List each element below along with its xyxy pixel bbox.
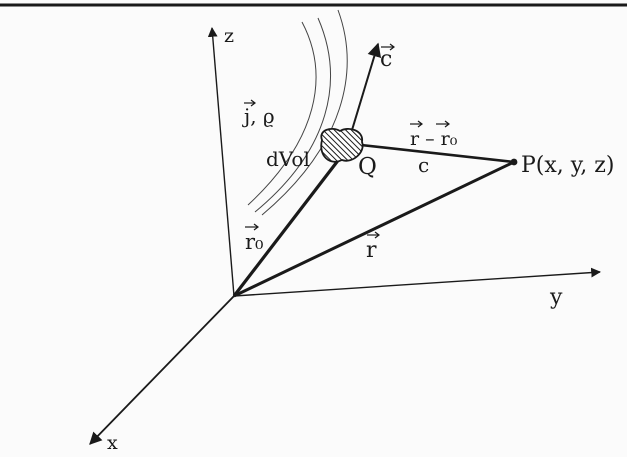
- y-axis-label: y: [549, 285, 563, 310]
- c-scalar-label: c: [418, 153, 429, 177]
- r-arrow-icon: [367, 231, 380, 239]
- z-axis-label: z: [224, 25, 234, 47]
- volume-element: [320, 127, 364, 163]
- field-line-outer: [261, 9, 348, 216]
- j-rho-label: j, ϱ: [242, 104, 275, 128]
- d-vol-label: dVol: [266, 147, 310, 171]
- c-vector-label: c: [380, 47, 392, 72]
- r-vector-label: r: [366, 238, 377, 263]
- r-minus-r0-arrow-icon: [410, 120, 450, 128]
- r-vector-line: [233, 160, 515, 298]
- c-vector-line: [348, 42, 382, 141]
- field-line-middle: [247, 21, 317, 206]
- z-axis: [207, 27, 235, 297]
- field-line-inner: [254, 17, 331, 213]
- r0-vector-label: r₀: [245, 230, 263, 254]
- y-axis: [233, 267, 601, 297]
- x-axis: [89, 295, 235, 445]
- point-p-label: P(x, y, z): [521, 153, 614, 178]
- r0-arrow-icon: [245, 223, 259, 231]
- c-vector-arrow-icon: [381, 43, 395, 51]
- r-minus-r0-label: r – r₀: [410, 128, 458, 150]
- j-arrow-icon: [244, 99, 256, 107]
- x-axis-label: x: [107, 432, 118, 454]
- point-q-label: Q: [358, 154, 377, 180]
- point-p-dot: [510, 158, 518, 166]
- r0-vector-line: [232, 153, 345, 297]
- r-minus-r0-line: [351, 142, 515, 164]
